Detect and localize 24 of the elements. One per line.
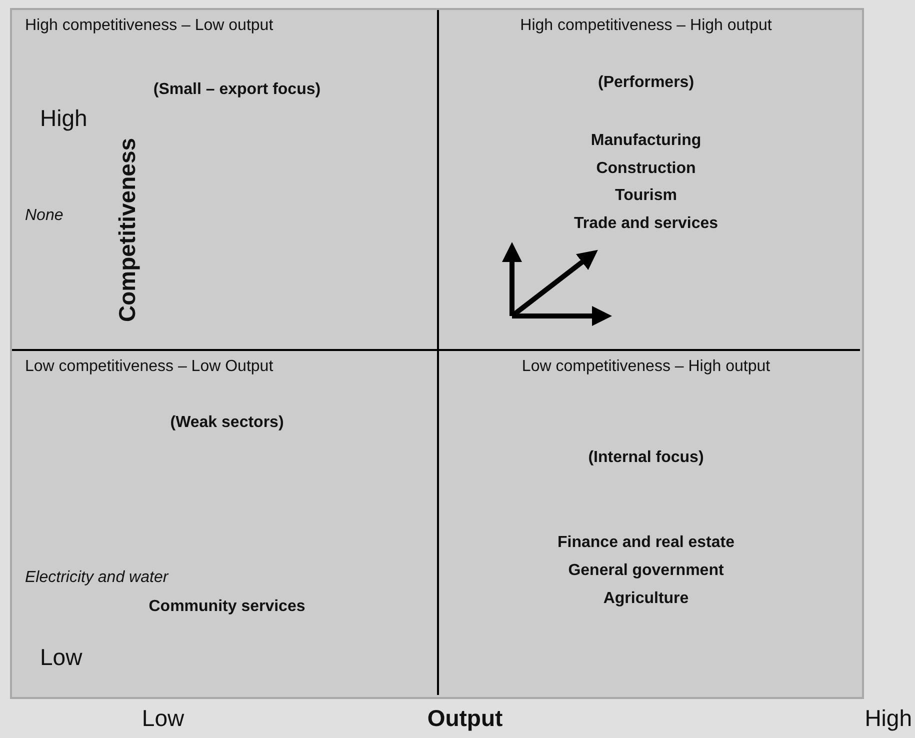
quadrant-heading: Low competitiveness – High output: [522, 357, 770, 377]
sector-label: Construction: [596, 159, 696, 179]
quadrant-subtitle: (Weak sectors): [170, 413, 284, 433]
quadrant-heading: High competitiveness – High output: [520, 16, 772, 36]
sector-label: Tourism: [615, 186, 677, 206]
sector-label: Manufacturing: [590, 131, 702, 151]
axis-title: Output: [427, 705, 503, 731]
axis-end-label: High: [40, 105, 88, 131]
sector-label: General government: [568, 561, 724, 581]
axis-end-label: Low: [40, 644, 82, 670]
sector-label: None: [25, 206, 64, 226]
quadrant-heading: High competitiveness – Low output: [25, 16, 274, 36]
axis-title: Competitiveness: [114, 138, 140, 322]
sector-label: Finance and real estate: [558, 533, 734, 553]
axis-end-label: Low: [142, 705, 184, 731]
axis-end-label: High: [864, 705, 912, 731]
quadrant-subtitle: (Small – export focus): [153, 80, 321, 100]
quadrant-heading: Low competitiveness – Low Output: [25, 357, 274, 377]
quadrant-subtitle: (Internal focus): [588, 448, 704, 468]
sector-label: Trade and services: [574, 214, 718, 234]
sector-label: Agriculture: [603, 589, 689, 609]
sector-label: Community services: [148, 597, 306, 617]
sector-label: Electricity and water: [25, 568, 168, 588]
quadrant-subtitle: (Performers): [598, 73, 694, 93]
